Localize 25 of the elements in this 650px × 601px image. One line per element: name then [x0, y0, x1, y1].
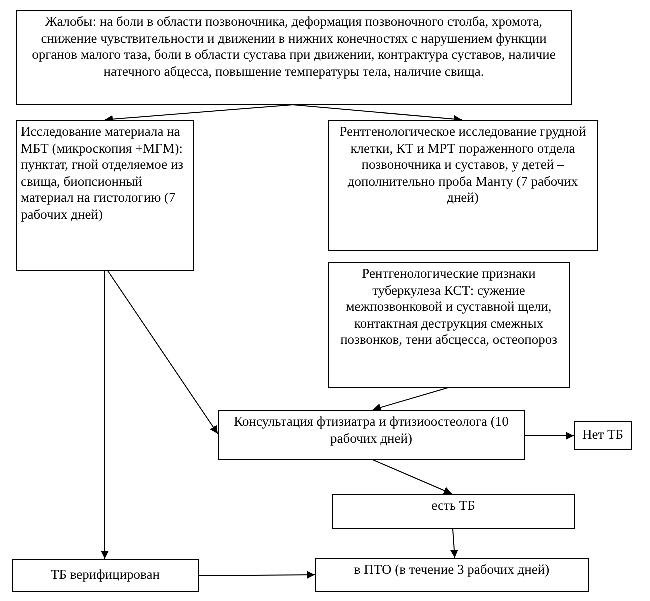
arrow [372, 460, 452, 494]
process-box [315, 558, 589, 592]
box-text: Жалобы: на боли в области позвоночника, деформация позвоночного столба, хромота, снижение чувствительности и движении в нижних конечностях с нарушением функции органов малого таза, боли в области сустава при движении, контрактура суставов, наличие натечного абцесса, повышение температуры тела, наличие свища. [31, 14, 557, 80]
process-box [328, 262, 570, 388]
arrow [108, 270, 218, 434]
process-box [332, 494, 575, 529]
arrow [524, 432, 574, 440]
arrow [198, 571, 316, 580]
box-text: в ПТО (в течение 3 рабочих дней) [354, 562, 550, 578]
arrow [372, 388, 448, 412]
process-box [218, 410, 525, 460]
box-text: Нет ТБ [582, 427, 624, 444]
box-text: Рентгенологическое исследование грудной клетки, КТ и МРТ пораженного отдела позвоночника и суставов, у детей – дополнительно проба Манту (7 рабочих дней) [338, 124, 588, 206]
arrow [101, 270, 109, 560]
process-box [328, 120, 598, 251]
process-box [16, 120, 194, 271]
process-box [12, 559, 199, 592]
box-text: Консультация фтизиатра и фтизиоостеолога (10 рабочих дней) [233, 414, 510, 447]
box-text: ТБ верифицирован [51, 567, 160, 584]
box-text: Рентгенологические признаки туберкулеза КСТ: сужение межпозвонковой и суставной щели, контактная деструкция смежных позвонков, тени абсцесса, остеопороз [340, 266, 558, 348]
box-text: Исследование материала на МБТ (микроскопия +МГМ): пунктат, гной отделяемое из свища, биопсионный материал на гистологию (7 рабочих дней) [21, 124, 185, 223]
process-box [16, 10, 572, 105]
box-text: есть ТБ [432, 498, 476, 514]
arrow [450, 528, 458, 558]
process-box [574, 421, 632, 450]
